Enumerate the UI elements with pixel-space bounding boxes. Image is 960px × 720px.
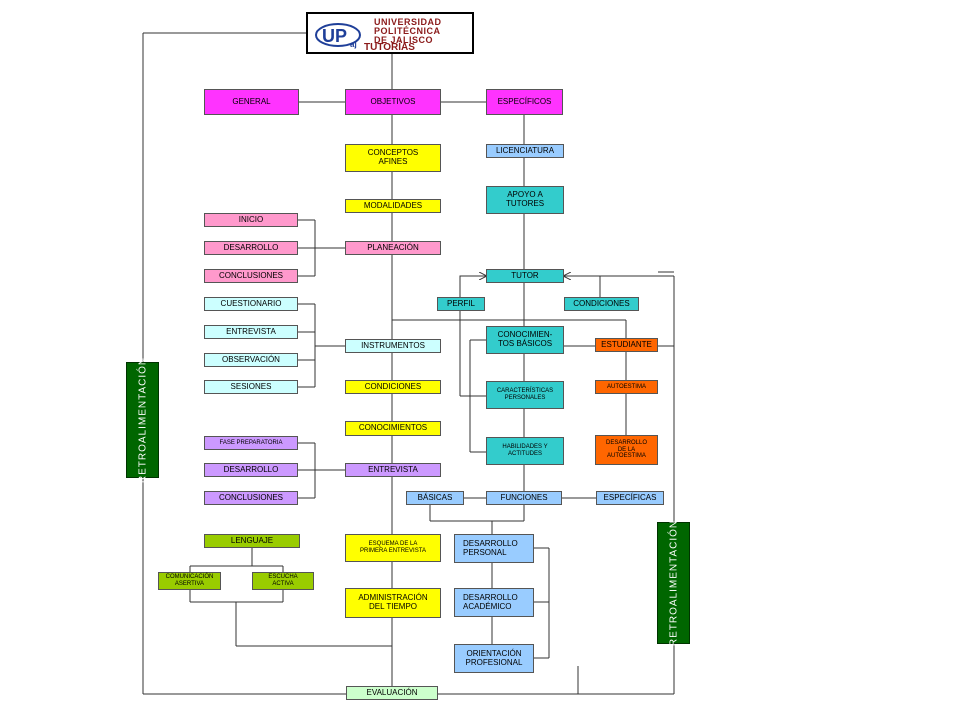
node-especificas: ESPECÍFICAS — [596, 491, 664, 505]
node-estudiante: ESTUDIANTE — [595, 338, 658, 352]
node-esquema-entrevista: ESQUEMA DE LA PRIMERA ENTREVISTA — [345, 534, 441, 562]
logo-name: UNIVERSIDAD POLITÉCNICA DE JALISCO — [374, 18, 442, 45]
node-inicio: INICIO — [204, 213, 298, 227]
node-tutor: TUTOR — [486, 269, 564, 283]
node-escucha-activa: ESCUCHA ACTIVA — [252, 572, 314, 590]
node-caracteristicas-personales: CARACTERÍSTICAS PERSONALES — [486, 381, 564, 409]
node-entrevista-instrumento: ENTREVISTA — [204, 325, 298, 339]
logo-mark-text: UP — [322, 26, 347, 46]
node-desarrollo-entrevista: DESARROLLO — [204, 463, 298, 477]
feedback-label-left: RETROALIMENTACIÓN — [137, 356, 148, 484]
node-funciones: FUNCIONES — [486, 491, 562, 505]
node-condiciones-central: CONDICIONES — [345, 380, 441, 394]
logo-line-3: DE JALISCO — [374, 35, 434, 45]
node-lenguaje: LENGUAJE — [204, 534, 300, 548]
university-logo: UP aj UNIVERSIDAD POLITÉCNICA DE JALISCO… — [306, 12, 474, 54]
node-modalidades: MODALIDADES — [345, 199, 441, 213]
node-observacion: OBSERVACIÓN — [204, 353, 298, 367]
node-sesiones: SESIONES — [204, 380, 298, 394]
node-entrevista-central: ENTREVISTA — [345, 463, 441, 477]
node-desarrollo-academico: DESARROLLO ACADÉMICO — [454, 588, 534, 617]
node-desarrollo-autoestima: DESARROLLO DE LA AUTOESTIMA — [595, 435, 658, 465]
node-conceptos-afines: CONCEPTOS AFINES — [345, 144, 441, 172]
node-instrumentos: INSTRUMENTOS — [345, 339, 441, 353]
node-orientacion-profesional: ORIENTACIÓN PROFESIONAL — [454, 644, 534, 673]
node-conclusiones-entrevista: CONCLUSIONES — [204, 491, 298, 505]
node-conocimientos-basicos: CONOCIMIEN- TOS BÁSICOS — [486, 326, 564, 354]
node-cuestionario: CUESTIONARIO — [204, 297, 298, 311]
node-fase-preparatoria: FASE PREPARATORIA — [204, 436, 298, 450]
feedback-label-right: RETROALIMENTACIÓN — [668, 519, 679, 647]
node-autoestima: AUTOESTIMA — [595, 380, 658, 394]
logo-line-1: UNIVERSIDAD — [374, 17, 442, 27]
node-evaluacion: EVALUACIÓN — [346, 686, 438, 700]
node-conocimientos: CONOCIMIENTOS — [345, 421, 441, 436]
node-perfil: PERFIL — [437, 297, 485, 311]
node-basicas: BÁSICAS — [406, 491, 464, 505]
node-desarrollo-planeacion: DESARROLLO — [204, 241, 298, 255]
logo-subtitle: TUTORÍAS — [364, 42, 415, 53]
logo-line-2: POLITÉCNICA — [374, 26, 441, 36]
up-logo-mark: UP aj — [315, 23, 361, 49]
node-objetivos: OBJETIVOS — [345, 89, 441, 115]
node-conclusiones-planeacion: CONCLUSIONES — [204, 269, 298, 283]
node-apoyo-tutores: APOYO A TUTORES — [486, 186, 564, 214]
node-administracion-tiempo: ADMINISTRACIÓN DEL TIEMPO — [345, 588, 441, 618]
feedback-bar-left: RETROALIMENTACIÓN — [126, 357, 159, 483]
node-licenciatura: LICENCIATURA — [486, 144, 564, 158]
logo-mark-sub: aj — [350, 40, 357, 49]
node-habilidades-actitudes: HABILIDADES Y ACTITUDES — [486, 437, 564, 465]
node-general: GENERAL — [204, 89, 299, 115]
feedback-bar-right: RETROALIMENTACIÓN — [657, 519, 690, 647]
node-desarrollo-personal: DESARROLLO PERSONAL — [454, 534, 534, 563]
node-condiciones-tutor: CONDICIONES — [564, 297, 639, 311]
node-comunicacion-asertiva: COMUNICACIÓN ASERTIVA — [158, 572, 221, 590]
node-planeacion: PLANEACIÓN — [345, 241, 441, 255]
node-especificos-top: ESPECÍFICOS — [486, 89, 563, 115]
